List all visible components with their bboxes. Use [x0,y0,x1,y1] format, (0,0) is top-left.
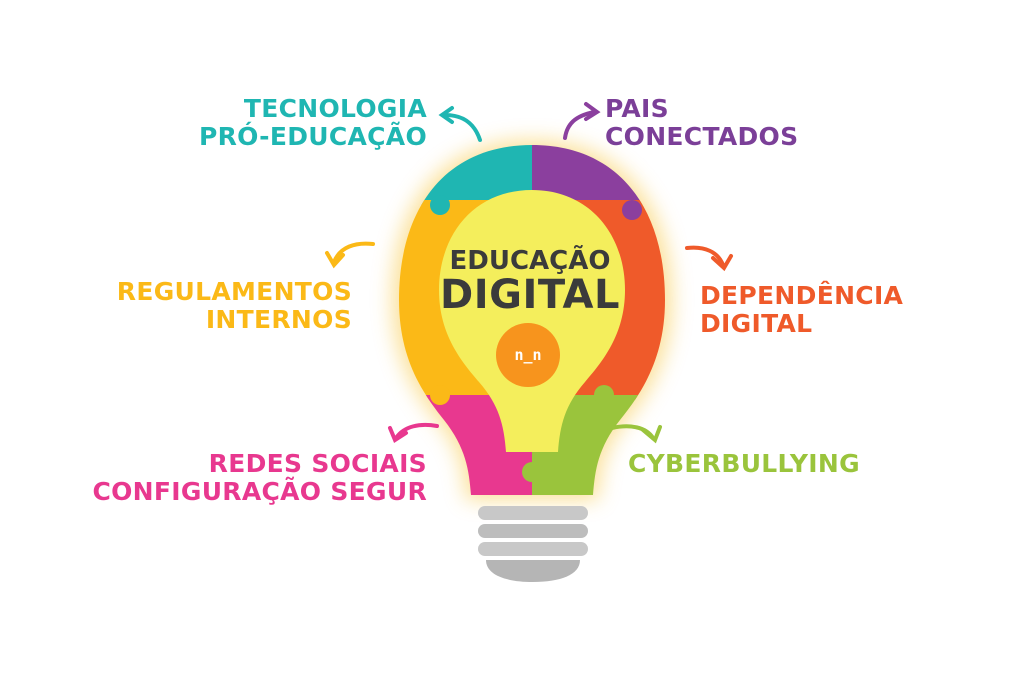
center-shape [439,190,625,452]
arrow-redes [394,422,439,440]
label-tecnologia: TECNOLOGIA PRÓ-EDUCAÇÃO [199,95,427,151]
center-title-line2: DIGITAL [440,272,620,318]
arrow-tecnologia [443,113,482,142]
label-pais-line2: CONECTADOS [605,122,799,151]
arrow-pais [563,110,596,140]
arrows [325,102,733,444]
arrow-dependencia [685,245,725,267]
label-cyber-line1: CYBERBULLYING [628,449,860,478]
label-regulamentos: REGULAMENTOS INTERNOS [117,278,352,334]
label-redes-line2: CONFIGURAÇÃO SEGUR [92,477,427,506]
logo-badge: n_n [496,323,560,387]
label-dependencia-line1: DEPENDÊNCIA [700,281,904,310]
label-pais: PAIS CONECTADOS [605,95,798,151]
label-dependencia-line2: DIGITAL [700,309,813,338]
label-dependencia: DEPENDÊNCIA DIGITAL [700,282,903,338]
label-pais-line1: PAIS [605,94,669,123]
label-regulamentos-line2: INTERNOS [205,305,352,334]
center-title: EDUCAÇÃO DIGITAL [420,247,640,315]
bulb-base [478,506,588,582]
label-redes-line1: REDES SOCIAIS [208,449,427,478]
center-title-line1: EDUCAÇÃO [449,246,611,276]
label-redes: REDES SOCIAIS CONFIGURAÇÃO SEGUR [92,450,427,506]
arrow-regulamentos [332,241,375,264]
label-tecnologia-line2: PRÓ-EDUCAÇÃO [198,122,427,151]
label-cyber: CYBERBULLYING [628,450,860,478]
label-regulamentos-line1: REGULAMENTOS [116,277,352,306]
label-tecnologia-line1: TECNOLOGIA [243,94,427,123]
